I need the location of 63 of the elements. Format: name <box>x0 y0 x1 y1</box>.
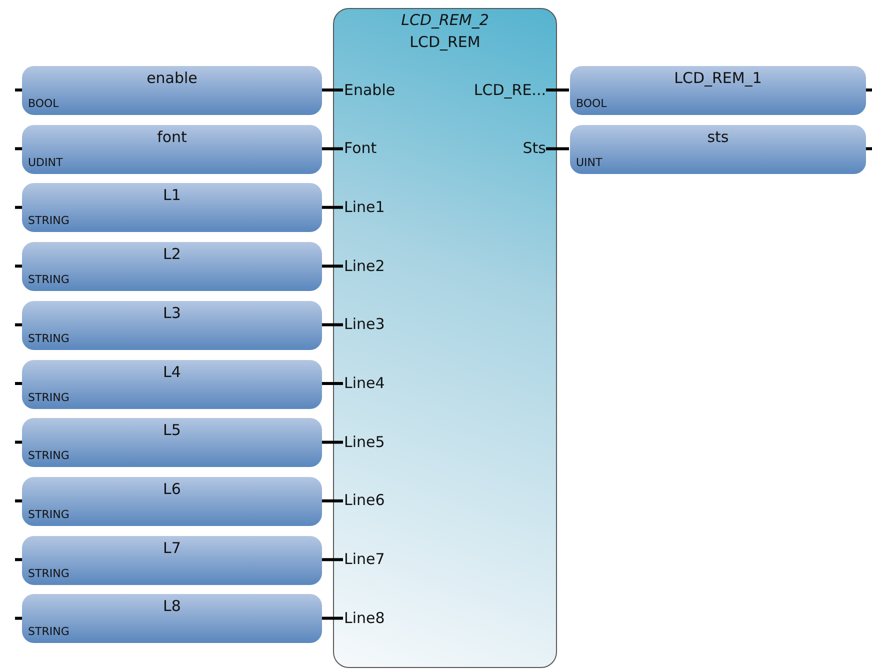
connector-line <box>322 323 343 326</box>
variable-name: L3 <box>162 304 182 322</box>
pin-label: Line8 <box>344 608 385 628</box>
pin-label: Font <box>344 138 377 158</box>
variable-block <box>22 594 322 644</box>
connector-line <box>322 558 343 562</box>
variable-name: L2 <box>162 245 182 264</box>
pin-label: LCD_RE... <box>474 80 546 100</box>
connector-line <box>322 264 343 268</box>
variable-block <box>22 66 322 115</box>
data-type: STRING <box>28 390 70 404</box>
data-type: STRING <box>28 273 70 286</box>
variable-name: font <box>156 128 188 146</box>
data-type: STRING <box>28 214 70 228</box>
pin-label: Line6 <box>344 490 385 510</box>
variable-block <box>22 476 322 526</box>
data-type: BOOL <box>28 97 59 110</box>
pin-label: Enable <box>344 80 396 100</box>
data-type: UINT <box>576 156 602 169</box>
variable-name: L1 <box>162 186 182 204</box>
connector-line <box>322 499 343 502</box>
variable-name: L8 <box>162 597 182 616</box>
pin-label: Line5 <box>344 432 385 452</box>
connector-line <box>546 88 569 92</box>
connector-line <box>322 616 343 620</box>
variable-block <box>570 124 866 174</box>
pin-label: Line1 <box>344 196 385 217</box>
variable-block <box>22 124 322 174</box>
variable-name: LCD_REM_1 <box>673 69 763 87</box>
variable-block <box>22 300 322 350</box>
variable-block <box>22 242 322 292</box>
data-type: STRING <box>28 625 70 638</box>
variable-name: enable <box>146 69 198 87</box>
data-type: UDINT <box>28 156 63 169</box>
variable-block <box>22 536 322 585</box>
connector-line <box>322 440 343 444</box>
data-type: STRING <box>28 332 70 345</box>
variable-name: L6 <box>162 480 182 498</box>
pin-label: Sts <box>522 138 546 158</box>
variable-block <box>22 183 322 232</box>
instance-name: LCD_REM_2 <box>400 11 490 29</box>
connector-line <box>322 382 343 385</box>
pin-label: Line3 <box>344 314 385 334</box>
variable-block <box>22 360 322 408</box>
connector-line <box>322 147 343 150</box>
variable-name: sts <box>706 128 730 146</box>
variable-name: L4 <box>162 362 182 380</box>
pin-label: Line4 <box>344 373 385 393</box>
data-type: STRING <box>28 449 70 462</box>
variable-block <box>22 418 322 468</box>
connector-line <box>546 147 569 150</box>
variable-name: L5 <box>162 421 182 440</box>
variable-name: L7 <box>162 538 182 557</box>
connector-line <box>322 88 343 92</box>
connector-line <box>322 206 343 209</box>
pin-label: Line2 <box>344 256 385 276</box>
block-type-name: LCD_REM <box>408 33 482 51</box>
data-type: STRING <box>28 508 70 521</box>
data-type: STRING <box>28 566 70 580</box>
pin-label: Line7 <box>344 549 385 570</box>
data-type: BOOL <box>576 97 607 110</box>
function-block <box>333 8 557 668</box>
variable-block <box>570 66 866 115</box>
